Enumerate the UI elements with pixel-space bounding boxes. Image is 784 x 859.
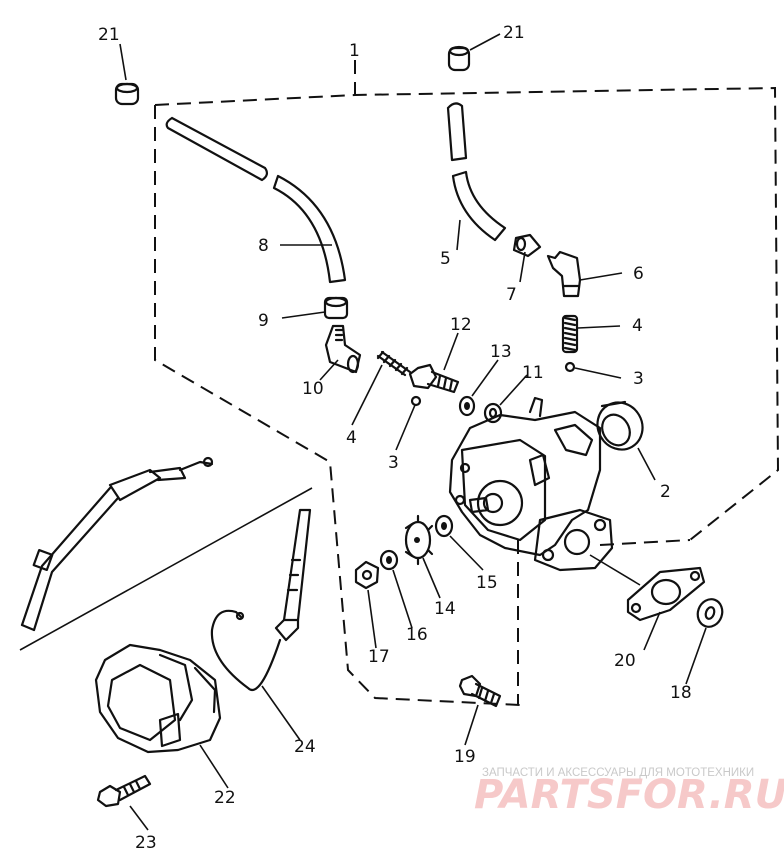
cap-21-left (114, 82, 140, 106)
washer-16 (379, 549, 399, 571)
callout-4-left: 4 (346, 428, 357, 448)
washer-13 (458, 395, 476, 417)
oil-seal-2 (596, 400, 644, 451)
callout-20: 20 (614, 651, 636, 671)
elbow-fitting-6 (546, 250, 582, 298)
callout-numbers: 21 21 1 8 5 7 6 9 4 12 13 11 3 10 4 3 2 … (98, 23, 692, 853)
cable-assembly (20, 456, 214, 632)
callout-14: 14 (434, 599, 456, 619)
callout-9: 9 (258, 311, 269, 331)
bolt-19 (458, 674, 502, 708)
washer-15 (434, 514, 454, 538)
callout-22: 22 (214, 788, 236, 808)
callout-6: 6 (633, 264, 644, 284)
callout-7: 7 (506, 285, 517, 305)
washer-18 (696, 598, 724, 628)
callout-3-right: 3 (633, 369, 644, 389)
callout-16: 16 (406, 625, 428, 645)
callout-10: 10 (302, 379, 324, 399)
callout-15: 15 (476, 573, 498, 593)
watermark: ЗАПЧАСТИ И АКСЕССУАРЫ ДЛЯ МОТОТЕХНИКИ PA… (474, 767, 784, 818)
oil-pump-body (448, 396, 614, 572)
callout-17: 17 (368, 647, 390, 667)
callout-19: 19 (454, 747, 476, 767)
callout-24: 24 (294, 737, 316, 757)
bolt-12 (408, 363, 460, 394)
spring-4-left (376, 350, 412, 377)
bolt-23 (96, 774, 152, 808)
nut-9 (323, 296, 349, 320)
gasket-20 (626, 566, 706, 622)
assembly-boundary (154, 60, 780, 706)
hose-5 (446, 102, 507, 242)
callout-1: 1 (349, 41, 360, 61)
nut-17 (354, 560, 380, 590)
watermark-subtitle: ЗАПЧАСТИ И АКСЕССУАРЫ ДЛЯ МОТОТЕХНИКИ (482, 767, 754, 779)
callout-13: 13 (490, 342, 512, 362)
leader-lines (119, 33, 707, 831)
nut-7 (512, 233, 542, 258)
callout-5: 5 (440, 249, 451, 269)
separator-line (19, 487, 313, 651)
spring-4-right (561, 314, 579, 354)
callout-21-left: 21 (98, 25, 120, 45)
cable-24 (210, 508, 312, 691)
callout-11: 11 (522, 363, 544, 383)
ball-3-left (410, 395, 422, 407)
hose-8 (165, 116, 347, 284)
callout-8: 8 (258, 236, 269, 256)
callout-4-right: 4 (632, 316, 643, 336)
callout-2: 2 (660, 482, 671, 502)
callout-18: 18 (670, 683, 692, 703)
callout-12: 12 (450, 315, 472, 335)
cover-22 (94, 643, 222, 754)
gear-14 (404, 514, 434, 566)
callout-21-right: 21 (503, 23, 525, 43)
watermark-brand: PARTSFOR.RU (474, 772, 784, 818)
elbow-fitting-10 (324, 324, 362, 374)
callout-23: 23 (135, 833, 157, 853)
cap-21-right (447, 45, 471, 72)
callout-3-left: 3 (388, 453, 399, 473)
ball-3-right (564, 361, 576, 373)
